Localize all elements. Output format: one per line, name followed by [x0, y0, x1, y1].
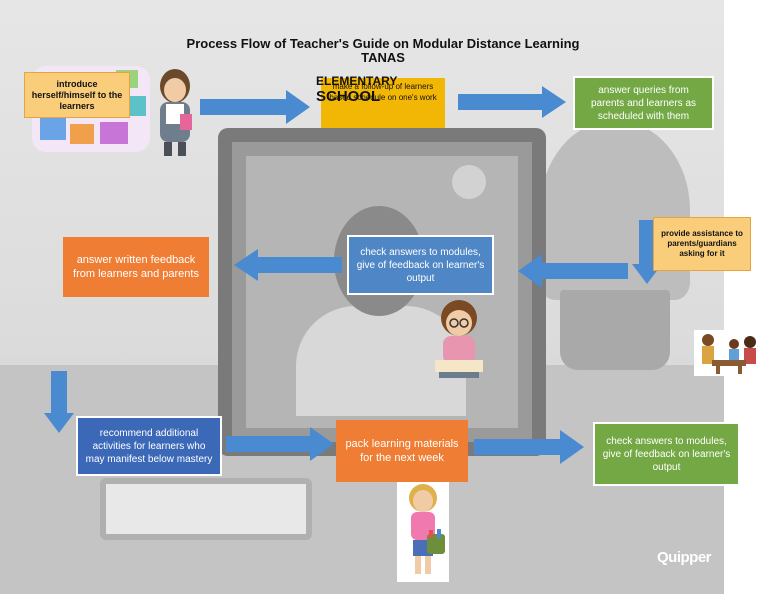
arrow-4: [518, 254, 628, 288]
step-pack-text: pack learning materials for the next wee…: [345, 438, 459, 464]
arrow-5: [234, 249, 342, 281]
step-follow-up-text: make a follow-up of learners: [332, 82, 434, 91]
step-follow-up: make a follow-up of learners: [321, 78, 445, 128]
arrow-8: [474, 430, 584, 464]
arrow-6-down: [44, 371, 74, 433]
arrow-7: [226, 427, 334, 461]
step-recommend: recommend additional activities for lear…: [76, 416, 222, 476]
step-provide-assistance-text: provide assistance to parents/guardians …: [661, 229, 743, 258]
background-books: [100, 478, 312, 540]
title-overlap-word-1: ELEMENTARY: [316, 74, 398, 88]
title-line-2: TANAS: [361, 50, 405, 65]
family-meeting-icon: [694, 330, 762, 376]
step-check-answers-2-text: check answers to modules, give of feedba…: [602, 435, 731, 473]
arrow-2: [458, 86, 566, 118]
student-reading-icon: [435, 300, 483, 378]
title-overlap-word-2: SCHOOL: [316, 88, 381, 105]
step-pack: pack learning materials for the next wee…: [336, 420, 468, 482]
step-recommend-text: recommend additional activities for lear…: [85, 427, 213, 465]
step-introduce-text: introduce herself/himself to the learner…: [31, 78, 123, 111]
step-check-answers-2: check answers to modules, give of feedba…: [593, 422, 740, 486]
step-answer-queries-text: answer queries from parents and learners…: [590, 84, 697, 122]
step-provide-assistance: provide assistance to parents/guardians …: [653, 217, 751, 271]
step-answer-feedback: answer written feedback from learners an…: [63, 237, 209, 297]
arrow-1: [200, 90, 310, 124]
background-lamp: [452, 165, 486, 199]
step-follow-up-overlap-text: based schedule on one's work: [329, 93, 437, 102]
step-check-answers-1-text: check answers to modules, give of feedba…: [356, 246, 485, 284]
step-answer-queries: answer queries from parents and learners…: [573, 76, 714, 130]
girl-with-basket-icon: [397, 482, 449, 582]
title-overlap: ELEMENTARY SCHOOL: [316, 74, 397, 104]
title-line-1: Process Flow of Teacher's Guide on Modul…: [186, 36, 580, 51]
background-pot: [560, 290, 670, 370]
page-title: Process Flow of Teacher's Guide on Modul…: [150, 37, 616, 65]
quipper-watermark: Quipper: [657, 549, 712, 566]
step-introduce: introduce herself/himself to the learner…: [24, 72, 130, 118]
step-answer-feedback-text: answer written feedback from learners an…: [73, 254, 199, 280]
step-check-answers-1: check answers to modules, give of feedba…: [347, 235, 494, 295]
step-follow-up-overlap: based schedule on one's work: [326, 93, 440, 103]
